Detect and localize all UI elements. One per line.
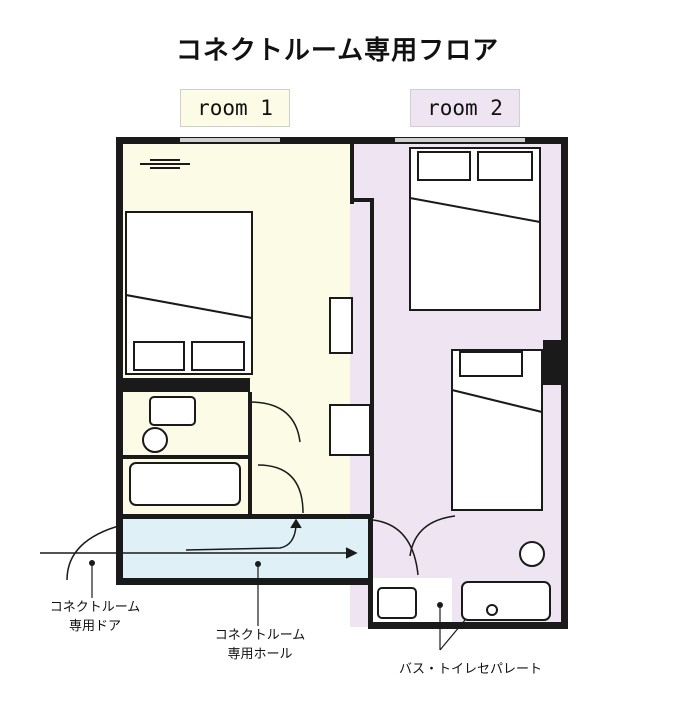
room2-label: room 2 [410,89,520,127]
toilet-tank [149,396,196,426]
bath2-tub [461,581,551,621]
wc2-sink [519,541,545,567]
room2-furniture [377,147,551,621]
annotation-bath-toilet: バス・トイレセパレート [398,662,542,677]
pillow [417,151,471,181]
hall-arrows [40,518,358,559]
windows [180,138,525,142]
wc2-tank [377,587,417,619]
connect-door-swing [66,524,123,581]
pillow [459,351,523,377]
bathtub [129,462,241,506]
sink-shelf [329,404,371,456]
closet [329,297,353,354]
pillow [477,151,533,181]
bath2-drain [486,604,498,616]
room1-furniture [125,211,371,506]
room1-label: room 1 [180,89,290,127]
pillow [133,341,185,371]
annotation-connect-hall: コネクトルーム 専用ホール [214,628,306,662]
desk-icon [140,159,190,169]
annotation-connect-door: コネクトルーム 専用ドア [49,600,141,634]
walls [116,137,568,629]
pillow [191,341,245,371]
leader-lines [91,565,466,651]
page-title: コネクトルーム専用フロア [175,36,500,66]
toilet-bowl [142,427,168,453]
